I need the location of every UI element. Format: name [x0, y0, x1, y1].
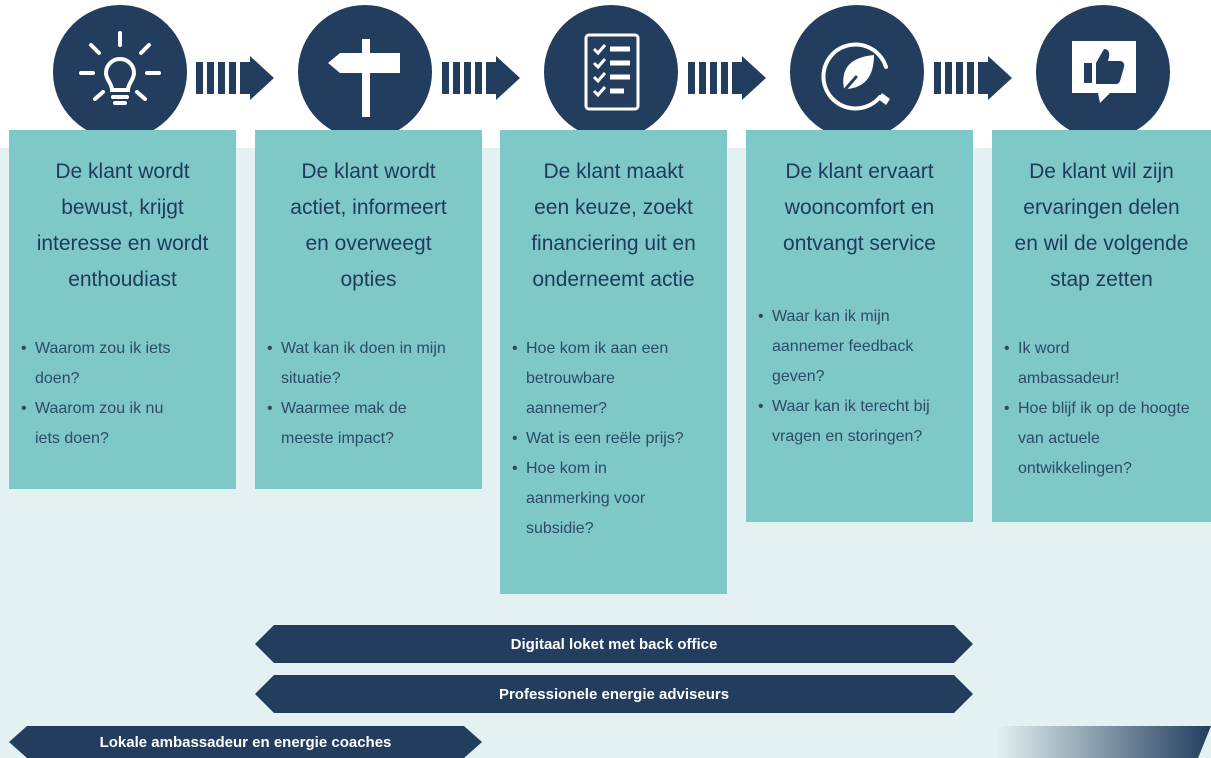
stage-bullet: Hoe kom in aanmerking voor subsidie?: [510, 454, 676, 544]
band-label: Digitaal loket met back office: [510, 635, 718, 653]
stage-bullet: Wat kan ik doen in mijn situatie?: [265, 334, 471, 394]
band-local-ambassadors: Lokale ambassadeur en energie coaches: [9, 726, 482, 758]
stage-bullet: Hoe kom ik aan een betrouwbare aannemer?: [510, 334, 696, 424]
thumbs-up-icon: [1036, 5, 1170, 139]
leaf-plug-icon: [790, 5, 924, 139]
stage-bullet: Wat is een reële prijs?: [510, 424, 736, 454]
arrow-right-icon: [688, 56, 766, 100]
arrow-right-icon: [196, 56, 274, 100]
arrow-right-icon: [442, 56, 520, 100]
band-digital-desk: Digitaal loket met back office: [255, 625, 973, 663]
signpost-icon: [298, 5, 432, 139]
stage-bullet: Waarom zou ik nu iets doen?: [19, 394, 185, 454]
stage-bullet: Waarmee mak de meeste impact?: [265, 394, 456, 454]
stage-bullet: Hoe blijf ik op de hoogte van actuele on…: [1002, 394, 1208, 484]
band-fade: [996, 726, 1211, 758]
stage-bullet: Waar kan ik mijn aannemer feedback geven…: [756, 302, 957, 392]
band-label: Professionele energie adviseurs: [498, 685, 730, 703]
band-label: Lokale ambassadeur en energie coaches: [99, 733, 392, 751]
stage-bullet: Waarom zou ik iets doen?: [19, 334, 185, 394]
lightbulb-icon: [53, 5, 187, 139]
arrow-right-icon: [934, 56, 1012, 100]
stage-bullet: Waar kan ik terecht bij vragen en storin…: [756, 392, 972, 452]
checklist-icon: [544, 5, 678, 139]
stage-bullet: Ik word ambassadeur!: [1002, 334, 1158, 394]
band-energy-advisors: Professionele energie adviseurs: [255, 675, 973, 713]
